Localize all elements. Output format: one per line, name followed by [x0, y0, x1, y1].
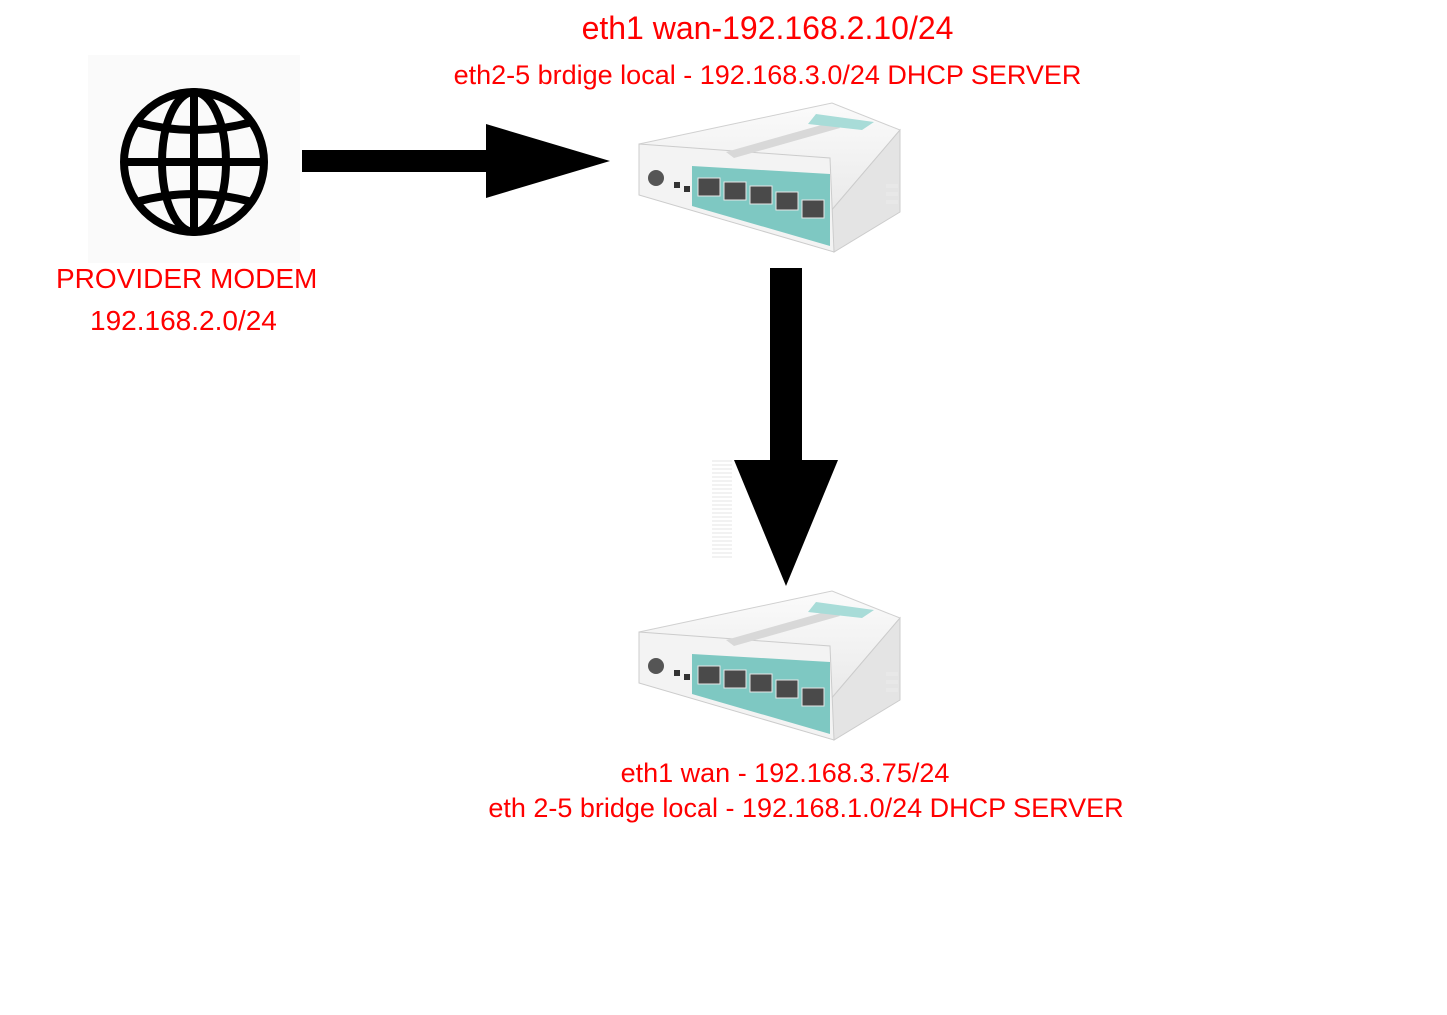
arrow-shadow — [712, 460, 732, 558]
arrow-down-icon — [734, 268, 838, 586]
router1-wan-label: eth1 wan-192.168.2.10/24 — [581, 10, 954, 46]
modem-subnet-label: 192.168.2.0/24 — [90, 305, 277, 336]
globe-icon — [120, 88, 268, 236]
arrow-right-icon — [302, 124, 610, 198]
router1-lan-label: eth2-5 brdige local - 192.168.3.0/24 DHC… — [453, 60, 1082, 90]
router-icon — [638, 102, 901, 253]
router2-wan-label: eth1 wan - 192.168.3.75/24 — [620, 758, 950, 788]
router-icon — [638, 590, 901, 741]
modem-title-label: PROVIDER MODEM — [56, 263, 318, 294]
router2-lan-label: eth 2-5 bridge local - 192.168.1.0/24 DH… — [488, 793, 1124, 823]
